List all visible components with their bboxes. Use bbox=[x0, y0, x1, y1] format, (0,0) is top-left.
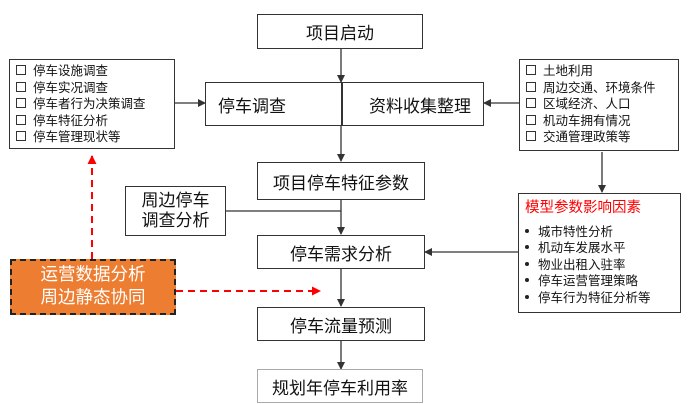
surround-box: 周边停车 调查分析 bbox=[125, 186, 226, 236]
utilization-box: 规划年停车利用率 bbox=[257, 369, 423, 403]
highlight-line-2: 周边静态协同 bbox=[40, 288, 146, 308]
list-item: 机动车发展水平 bbox=[525, 240, 674, 257]
list-item: 城市特性分析 bbox=[525, 224, 674, 241]
checkbox-icon bbox=[526, 98, 536, 108]
bullet-icon bbox=[525, 294, 529, 299]
collect-label: 资料收集整理 bbox=[369, 96, 471, 117]
bullet-icon bbox=[525, 278, 529, 282]
list-item: 停车实况调查 bbox=[16, 80, 168, 97]
list-item: 停车设施调查 bbox=[16, 63, 168, 80]
list-item: 土地利用 bbox=[526, 63, 672, 80]
params-label: 项目停车特征参数 bbox=[273, 173, 409, 194]
checkbox-icon bbox=[526, 81, 536, 92]
bullet-icon bbox=[525, 245, 529, 249]
list-item: 停车运营管理策略 bbox=[525, 273, 674, 290]
demand-box: 停车需求分析 bbox=[257, 235, 425, 269]
list-item: 停车特征分析 bbox=[16, 113, 168, 130]
factors-title: 模型参数影响因素 bbox=[525, 200, 641, 216]
checkbox-icon bbox=[16, 65, 26, 75]
bullet-icon bbox=[525, 261, 529, 266]
checkbox-icon bbox=[16, 131, 26, 141]
survey-collect-group: 停车调查 资料收集整理 bbox=[205, 82, 484, 126]
list-item: 停车行为特征分析等 bbox=[525, 290, 674, 307]
list-item: 停车者行为决策调查 bbox=[16, 96, 168, 113]
checkbox-icon bbox=[16, 98, 26, 108]
start-label: 项目启动 bbox=[306, 24, 374, 44]
bullet-icon bbox=[525, 228, 529, 233]
checkbox-icon bbox=[526, 114, 536, 125]
list-item: 周边交通、环境条件 bbox=[526, 80, 672, 97]
checkbox-icon bbox=[16, 114, 26, 125]
highlight-box: 运营数据分析 周边静态协同 bbox=[10, 259, 176, 315]
params-box: 项目停车特征参数 bbox=[257, 162, 425, 200]
list-item: 停车管理现状等 bbox=[16, 129, 168, 146]
group-divider bbox=[341, 82, 343, 126]
flow-forecast-box: 停车流量预测 bbox=[257, 307, 425, 341]
highlight-line-1: 运营数据分析 bbox=[40, 265, 146, 285]
demand-label: 停车需求分析 bbox=[290, 244, 392, 265]
list-item: 交通管理政策等 bbox=[526, 129, 672, 146]
checkbox-icon bbox=[16, 81, 26, 92]
collect-items-list: 土地利用 周边交通、环境条件 区域经济、人口 机动车拥有情况 交通管理政策等 bbox=[519, 59, 679, 151]
list-item: 物业出租入驻率 bbox=[525, 257, 674, 274]
survey-items-list: 停车设施调查 停车实况调查 停车者行为决策调查 停车特征分析 停车管理现状等 bbox=[9, 59, 175, 149]
survey-label: 停车调查 bbox=[218, 96, 286, 117]
factors-box: 模型参数影响因素 城市特性分析 机动车发展水平 物业出租入驻率 停车运营管理策略… bbox=[518, 193, 681, 313]
surround-line-1: 周边停车 bbox=[141, 191, 210, 211]
flow-forecast-label: 停车流量预测 bbox=[290, 316, 392, 337]
start-box: 项目启动 bbox=[257, 14, 423, 49]
utilization-label: 规划年停车利用率 bbox=[272, 378, 408, 399]
checkbox-icon bbox=[526, 65, 536, 75]
checkbox-icon bbox=[526, 131, 536, 141]
surround-line-2: 调查分析 bbox=[141, 211, 210, 231]
list-item: 机动车拥有情况 bbox=[526, 113, 672, 130]
list-item: 区域经济、人口 bbox=[526, 96, 672, 113]
